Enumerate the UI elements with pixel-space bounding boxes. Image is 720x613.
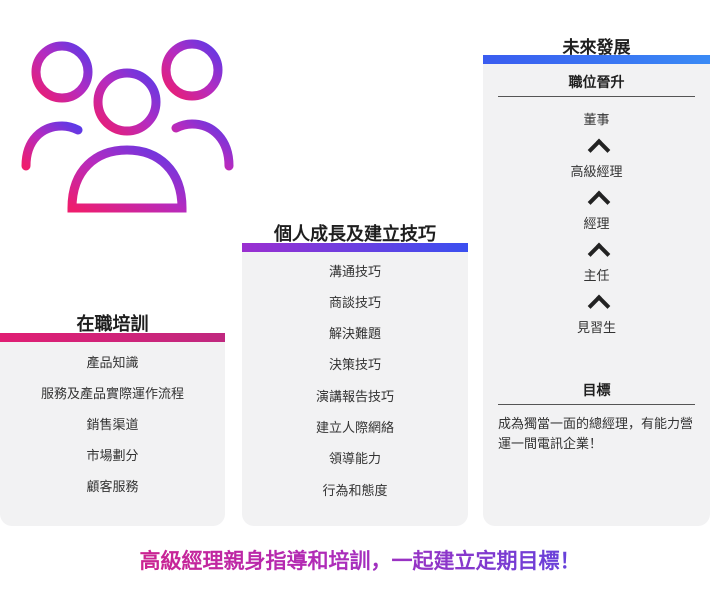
column2-item: 行為和態度 [322, 483, 388, 498]
column2-item: 溝通技巧 [328, 264, 381, 279]
column3-accent-bar [483, 55, 710, 64]
ladder-item: 經理 [583, 216, 610, 231]
column1-item: 銷售渠道 [86, 417, 139, 432]
goal-heading: 目標 [582, 382, 611, 398]
ladder-item: 主任 [583, 268, 610, 283]
people-group-icon [21, 39, 234, 213]
slogan: 高級經理親身指導和培訓，一起建立定期目標！ [0, 545, 720, 575]
ladder-item: 高級經理 [570, 164, 623, 179]
column2-title: 個人成長及建立技巧 [274, 224, 436, 244]
goal-divider [498, 404, 695, 405]
chevron-up-icon [587, 242, 610, 266]
column2-item: 演講報告技巧 [315, 389, 394, 404]
goal-text: 成為獨當一面的總經理，有能力營運一間電訊企業！ [498, 416, 694, 451]
ladder-item: 見習生 [576, 320, 616, 335]
column2-accent-bar [242, 243, 468, 252]
column1-item: 顧客服務 [86, 479, 139, 494]
column2-card: 溝通技巧 商談技巧 解決難題 決策技巧 演講報告技巧 建立人際網絡 領導能力 行… [242, 252, 468, 526]
column1-item: 市場劃分 [86, 448, 139, 463]
column1-item: 服務及產品實際運作流程 [40, 386, 184, 401]
column3-card: 職位晉升 董事 高級經理 經理 主任 見習生 目標 成為獨當一面的總經理，有能力… [483, 64, 710, 526]
column1-accent-bar [0, 333, 225, 342]
column2-item: 建立人際網絡 [315, 420, 394, 435]
column2-item: 決策技巧 [328, 357, 381, 372]
column2-item: 解決難題 [328, 326, 381, 341]
chevron-up-icon [587, 190, 610, 214]
chevron-up-icon [587, 138, 610, 162]
promotion-divider [498, 96, 695, 97]
column1-card: 產品知識 服務及產品實際運作流程 銷售渠道 市場劃分 顧客服務 [0, 342, 225, 526]
column2-item: 領導能力 [328, 451, 381, 466]
column1-item: 產品知識 [86, 355, 139, 370]
ladder-item: 董事 [583, 112, 610, 127]
promotion-heading: 職位晉升 [568, 74, 625, 90]
column3-title: 未來發展 [562, 38, 631, 57]
column1-title: 在職培訓 [76, 314, 149, 334]
chevron-up-icon [587, 294, 610, 318]
column2-item: 商談技巧 [328, 295, 381, 310]
